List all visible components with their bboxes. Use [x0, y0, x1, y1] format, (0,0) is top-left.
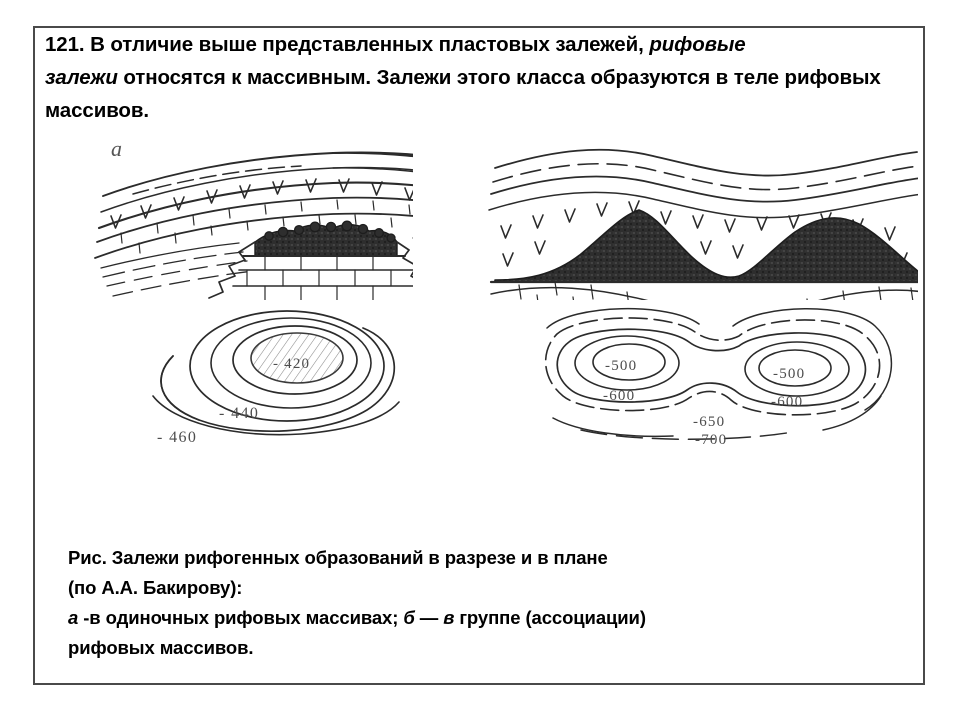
contour-label-440: - 440 — [219, 405, 259, 422]
caption-line-4: рифовых массивов. — [68, 637, 254, 658]
caption-line-2: (по А.А. Бакирову): — [68, 577, 243, 598]
caption-label-a: а — [68, 607, 79, 628]
figure-illustration: а — [33, 130, 925, 490]
figure-caption: Рис. Залежи рифогенных образований в раз… — [68, 543, 868, 663]
contour-label-420: - 420 — [273, 356, 310, 372]
header-part1: В отличие выше представленных пластовых … — [84, 33, 650, 56]
caption-label-v: в — [443, 607, 455, 628]
header-paragraph: 121. В отличие выше представленных пласт… — [45, 28, 905, 127]
slide-frame — [33, 26, 925, 685]
reef-bodies-right — [494, 209, 918, 283]
contour-label-650: -650 — [693, 414, 725, 430]
left-plan-view: - 420 - 440 - 460 — [152, 310, 400, 446]
left-cross-section: а — [94, 136, 413, 300]
caption-line3-mid: -в одиночных рифовых массивах; — [78, 607, 404, 628]
contour-label-500-right: -500 — [773, 366, 805, 382]
caption-line-1: Рис. Залежи рифогенных образований в раз… — [68, 547, 608, 568]
contour-label-460: - 460 — [157, 429, 197, 446]
contour-label-700: -700 — [695, 432, 727, 448]
item-number: 121. — [45, 33, 85, 56]
caption-line3-post: группе (ассоциации) — [454, 607, 646, 628]
caption-line-3: а -в одиночных рифовых массивах; б — в г… — [68, 603, 868, 633]
panel-a-label: а — [111, 136, 122, 161]
contour-label-500-left: -500 — [605, 358, 637, 374]
caption-line3-dash: — — [414, 607, 444, 628]
contour-label-600-left: -600 — [603, 388, 635, 404]
header-italic-rifovye: рифовые — [649, 33, 746, 56]
contour-label-600-right: -600 — [771, 394, 803, 410]
right-plan-view: -500 -500 -600 -600 -650 -700 — [544, 307, 893, 448]
caption-label-b: б — [403, 607, 415, 628]
header-part3: относятся к массивным. Залежи этого клас… — [45, 66, 881, 122]
right-cross-section — [488, 148, 918, 300]
header-italic-zalezhi: залежи — [45, 66, 118, 89]
